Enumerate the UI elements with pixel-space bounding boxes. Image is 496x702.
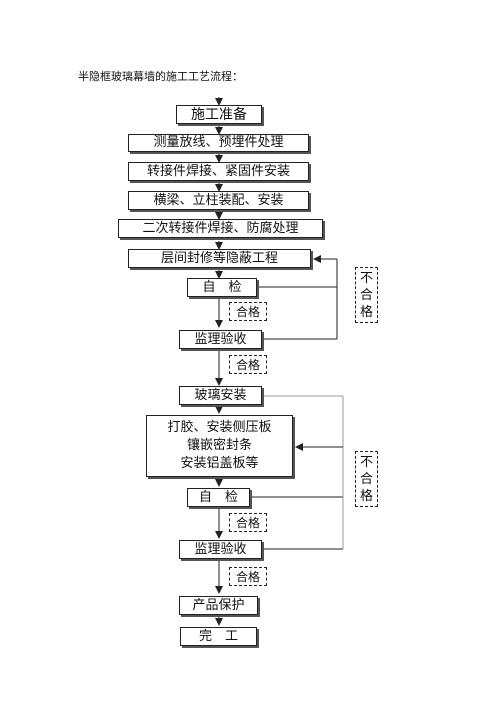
step-self-inspect-2: 自 检 [187, 488, 250, 507]
step-secondary-weld: 二次转接件焊接、防腐处理 [118, 219, 323, 238]
step-beam-column: 横梁、立柱装配、安装 [128, 191, 309, 210]
step-sealing-work: 打胶、安装侧压板 镶嵌密封条 安装铝盖板等 [146, 415, 293, 477]
fail-label-2: 不 合 格 [355, 451, 378, 507]
step-self-inspect-1: 自 检 [187, 278, 257, 297]
step-supervisor-accept-1: 监理验收 [179, 330, 262, 349]
pass-label-2: 合格 [229, 355, 267, 374]
step-product-protect: 产品保护 [179, 596, 258, 615]
step-complete: 完 工 [180, 627, 257, 646]
step-connector-weld: 转接件焊接、紧固件安装 [128, 162, 309, 181]
pass-label-4: 合格 [229, 567, 267, 586]
step-glass-install: 玻璃安装 [179, 386, 262, 405]
page-title: 半隐框玻璃幕墙的施工工艺流程： [78, 70, 243, 83]
pass-label-3: 合格 [229, 513, 267, 532]
step-construction-prep: 施工准备 [176, 105, 262, 124]
pass-label-1: 合格 [229, 302, 267, 321]
step-survey-embed: 测量放线、预埋件处理 [128, 134, 309, 152]
step-concealed-works: 层间封修等隐蔽工程 [128, 249, 311, 268]
step-supervisor-accept-2: 监理验收 [179, 540, 262, 559]
fail-label-1: 不 合 格 [355, 267, 378, 323]
